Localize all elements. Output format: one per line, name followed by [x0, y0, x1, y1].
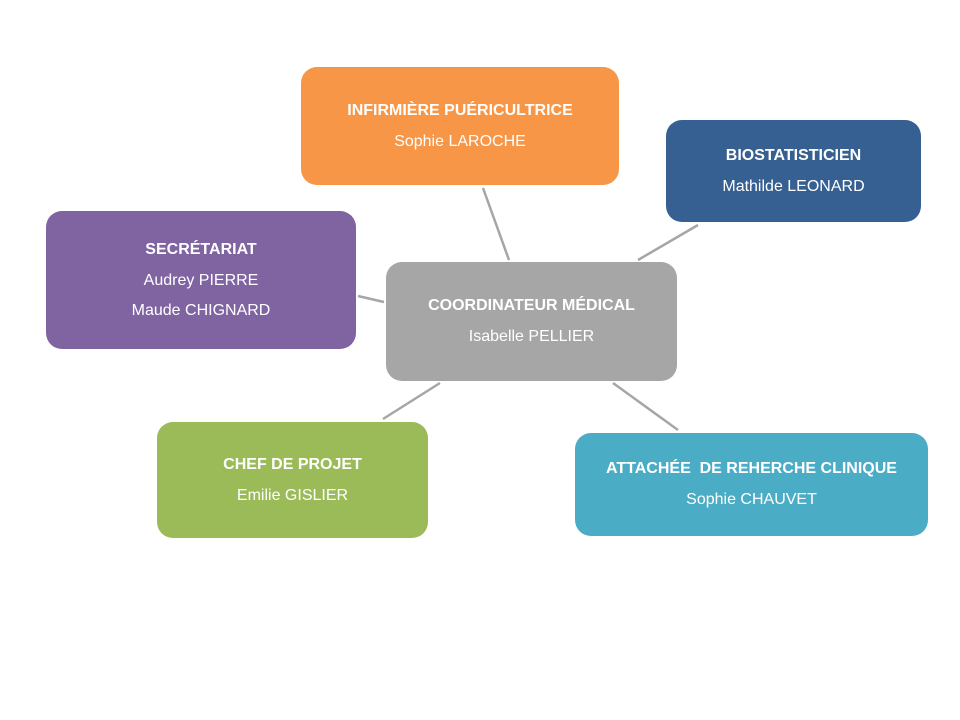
node-biostat-title: BIOSTATISTICIEN [725, 146, 862, 164]
node-project-person: Emilie GISLIER [236, 486, 349, 504]
node-research: ATTACHÉE DE REHERCHE CLINIQUE Sophie CHA… [575, 433, 928, 536]
node-research-title: ATTACHÉE DE REHERCHE CLINIQUE [606, 460, 897, 477]
node-coordinator-person: Isabelle PELLIER [468, 328, 595, 345]
node-nurse-title: INFIRMIÈRE PUÉRICULTRICE [347, 101, 573, 119]
connector-coordinator-nurse [481, 187, 511, 261]
node-nurse-person: Sophie LAROCHE [394, 132, 526, 150]
node-secretariat-title: SECRÉTARIAT [145, 240, 257, 258]
node-secretariat-person-1: Audrey PIERRE [143, 271, 259, 289]
connector-coordinator-project [382, 381, 441, 421]
connector-coordinator-research [612, 381, 679, 432]
connector-coordinator-biostat [637, 223, 699, 262]
node-project: CHEF DE PROJET Emilie GISLIER [157, 422, 428, 538]
node-project-title: CHEF DE PROJET [223, 455, 362, 473]
node-nurse: INFIRMIÈRE PUÉRICULTRICE Sophie LAROCHE [301, 67, 619, 185]
connector-coordinator-secretariat [357, 294, 385, 304]
node-coordinator: COORDINATEUR MÉDICAL Isabelle PELLIER [386, 262, 677, 381]
node-research-person: Sophie CHAUVET [686, 491, 817, 508]
node-coordinator-title: COORDINATEUR MÉDICAL [428, 297, 635, 314]
node-biostat: BIOSTATISTICIEN Mathilde LEONARD [666, 120, 921, 222]
node-secretariat-person-2: Maude CHIGNARD [131, 301, 271, 319]
node-secretariat: SECRÉTARIAT Audrey PIERRE Maude CHIGNARD [46, 211, 356, 349]
node-biostat-person: Mathilde LEONARD [722, 177, 865, 195]
